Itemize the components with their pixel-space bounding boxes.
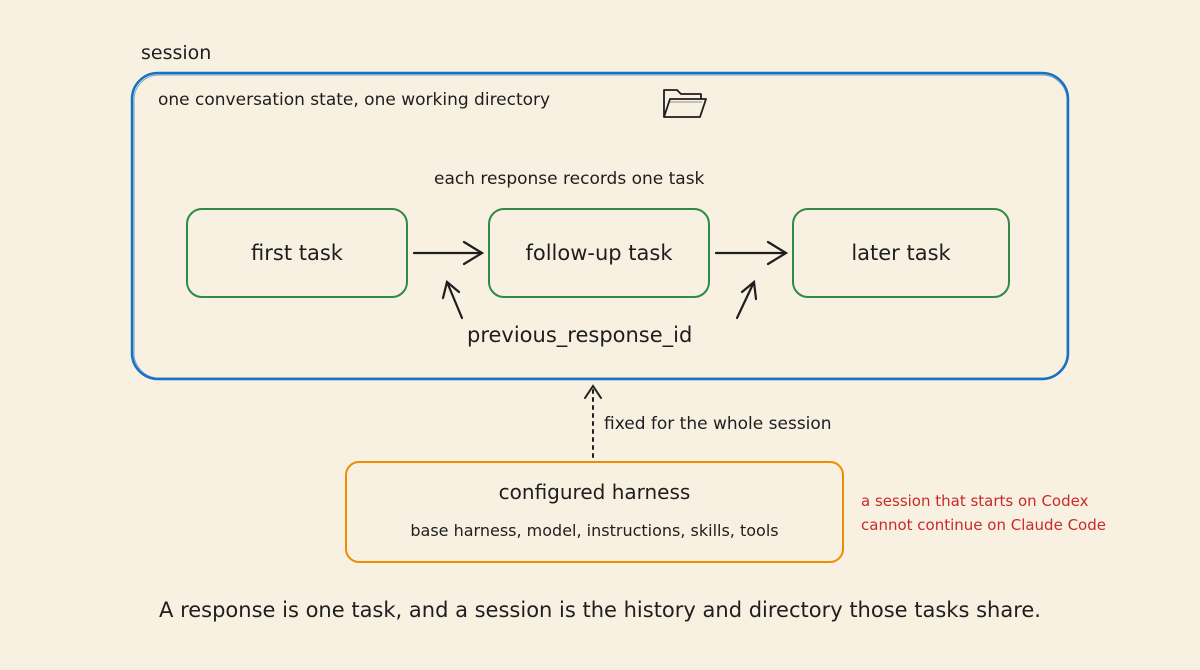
task-box-first: first task: [186, 208, 408, 298]
arrow-follow-to-later: [714, 240, 789, 266]
task-label: first task: [251, 240, 343, 265]
session-description: one conversation state, one working dire…: [158, 90, 551, 110]
session-container: [130, 71, 1070, 381]
task-box-follow-up: follow-up task: [488, 208, 710, 298]
session-container-sketch: [133, 74, 1068, 379]
note-line-1: a session that starts on Codex: [861, 492, 1089, 510]
arrow-prev-id-to-follow: [735, 279, 758, 320]
fixed-session-label: fixed for the whole session: [604, 414, 832, 434]
task-label: later task: [851, 240, 951, 265]
folder-icon: [663, 89, 707, 118]
harness-subtitle: base harness, model, instructions, skill…: [410, 521, 779, 540]
note-line-2: cannot continue on Claude Code: [861, 516, 1106, 534]
arrow-first-to-follow: [412, 240, 485, 266]
arrow-harness-to-session: [584, 384, 602, 458]
diagram-caption: A response is one task, and a session is…: [159, 598, 1041, 622]
arrow-prev-id-to-first: [441, 280, 464, 320]
previous-response-id-label: previous_response_id: [467, 323, 693, 347]
harness-title: configured harness: [498, 480, 691, 504]
session-label: session: [141, 42, 212, 64]
tasks-header: each response records one task: [434, 169, 705, 189]
task-box-later: later task: [792, 208, 1010, 298]
task-label: follow-up task: [525, 240, 673, 265]
configured-harness-box: configured harness base harness, model, …: [345, 461, 844, 563]
